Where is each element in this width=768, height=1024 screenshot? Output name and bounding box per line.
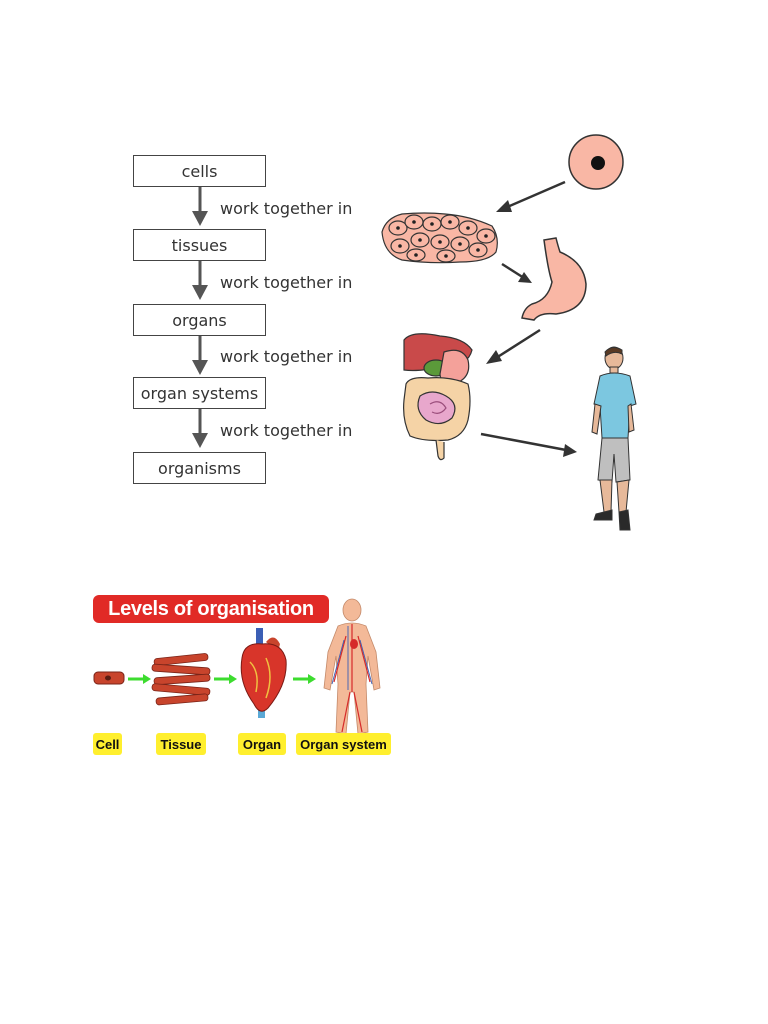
levels-illustration (93, 598, 381, 735)
arrow-icon (501, 262, 532, 283)
levels-of-organisation: Levels of organisation Cell Tissue Organ… (88, 592, 393, 760)
arrow-icon (486, 328, 541, 364)
level-label-cell: Cell (93, 733, 122, 755)
muscle-tissue-icon (151, 653, 211, 706)
muscle-cell-icon (93, 671, 125, 685)
green-arrow-icon (214, 674, 237, 684)
connector-label: work together in (220, 347, 353, 366)
tissue-icon (381, 212, 498, 264)
step-organisms-box: organisms (133, 452, 266, 484)
down-arrow-icon (192, 409, 208, 448)
green-arrow-icon (128, 674, 151, 684)
down-arrow-icon (192, 187, 208, 226)
green-arrow-icon (293, 674, 316, 684)
level-label-organ-system: Organ system (296, 733, 391, 755)
step-tissues-box: tissues (133, 229, 266, 261)
connector-label: work together in (220, 421, 353, 440)
human-icon (591, 346, 637, 531)
arrow-icon (480, 432, 577, 457)
connector-label: work together in (220, 199, 353, 218)
level-label-tissue: Tissue (156, 733, 206, 755)
organisation-illustration (381, 134, 637, 531)
step-organs-box: organs (133, 304, 266, 336)
step-organ-systems-box: organ systems (133, 377, 266, 409)
heart-icon (240, 628, 287, 718)
circulatory-system-icon (323, 598, 381, 735)
step-cells-box: cells (133, 155, 266, 187)
levels-title: Levels of organisation (93, 595, 329, 623)
down-arrow-icon (192, 261, 208, 300)
level-label-organ: Organ (238, 733, 286, 755)
arrow-icon (496, 180, 566, 212)
down-arrow-icon (192, 336, 208, 375)
stomach-icon (521, 237, 587, 321)
cell-icon (568, 134, 624, 190)
connector-label: work together in (220, 273, 353, 292)
digestive-system-icon (403, 333, 473, 461)
